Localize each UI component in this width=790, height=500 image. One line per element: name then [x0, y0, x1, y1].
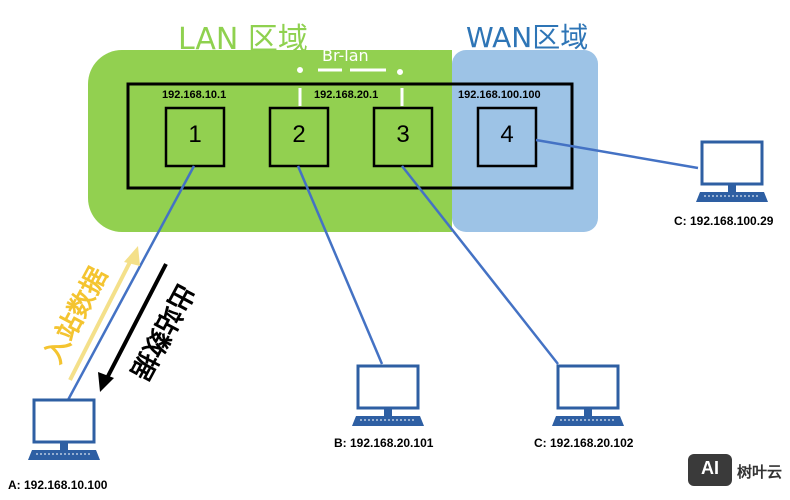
wan-zone-title: WAN区域 [466, 21, 589, 54]
host-c1-label: C: 192.168.20.102 [534, 436, 634, 450]
host-c2-label: C: 192.168.100.29 [674, 214, 774, 228]
computer-c1-icon [550, 364, 626, 428]
port-4-box[interactable] [476, 106, 538, 168]
bridge-label: Br-lan [322, 46, 369, 65]
router-frame [126, 82, 574, 190]
link-b [296, 165, 384, 365]
computer-a-icon [26, 398, 102, 462]
link-a [66, 165, 196, 401]
bridge-marks [297, 67, 404, 106]
outbound-arrow [98, 263, 168, 392]
lan-zone-title: LAN 区域 [178, 22, 308, 57]
port-4-ip: 192.168.100.100 [458, 89, 541, 101]
logo-text: 树叶云 [737, 463, 783, 481]
port-2-label: 2 [292, 121, 306, 148]
computer-c2-icon [694, 140, 770, 204]
host-a-label: A: 192.168.10.100 [8, 478, 108, 492]
port-3-label: 3 [396, 121, 410, 148]
port-1-label: 1 [188, 121, 202, 148]
inbound-arrow [68, 246, 140, 381]
link-c1 [401, 165, 559, 365]
host-b-label: B: 192.168.20.101 [334, 436, 434, 450]
port-4-label: 4 [500, 121, 514, 148]
port-1-ip: 192.168.10.1 [162, 89, 227, 101]
link-c2 [535, 138, 699, 170]
bridge-ip: 192.168.20.1 [314, 89, 379, 101]
logo-mark: AI [688, 454, 732, 486]
computer-b-icon [350, 364, 426, 428]
port-1-box[interactable] [164, 106, 226, 168]
